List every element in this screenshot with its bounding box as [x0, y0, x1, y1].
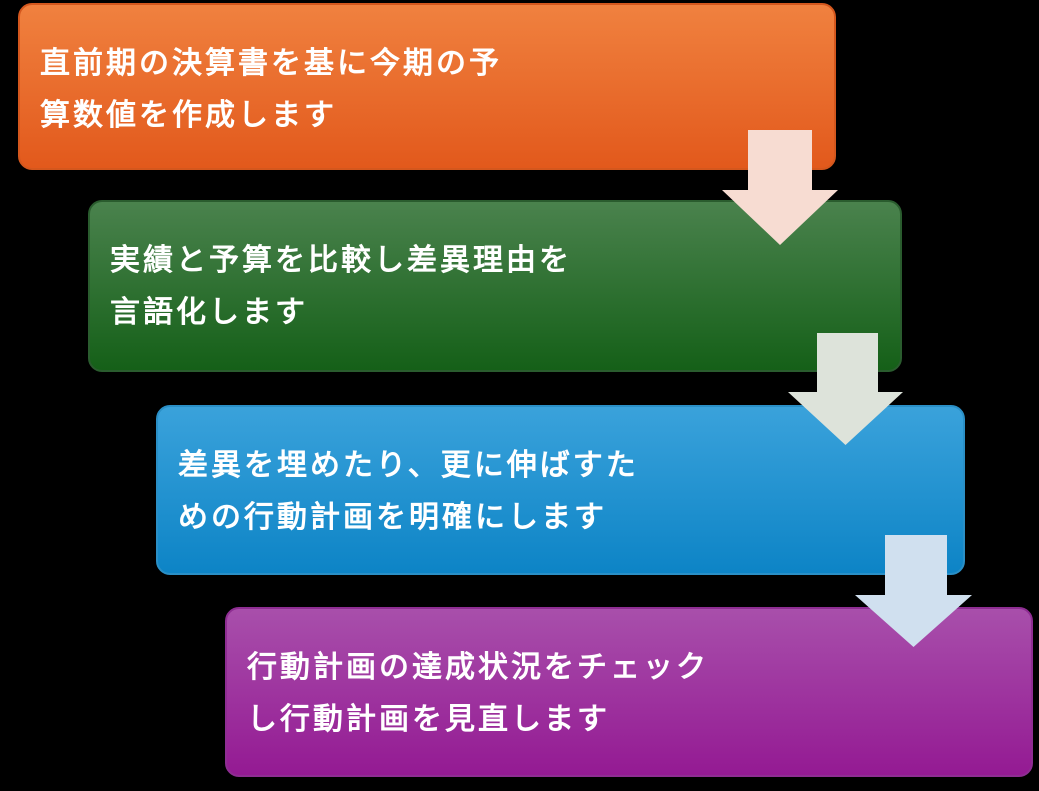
step-box-budget-creation: 直前期の決算書を基に今期の予 算数値を作成します [18, 3, 836, 170]
down-arrow-shape [788, 333, 903, 445]
step-box-action-plan: 差異を埋めたり、更に伸ばすた めの行動計画を明確にします [156, 405, 965, 575]
down-arrow-icon [722, 130, 838, 245]
step-text-line: 直前期の決算書を基に今期の予 [40, 47, 502, 80]
step-text-line: し行動計画を見直します [247, 703, 610, 736]
step-text-line: 行動計画の達成状況をチェック [247, 651, 709, 684]
step-box-plan-review: 行動計画の達成状況をチェック し行動計画を見直します [225, 607, 1033, 777]
down-arrow-shape [722, 130, 838, 245]
step-text-line: 実績と予算を比較し差異理由を [110, 244, 572, 277]
step-text-line: 言語化します [110, 296, 308, 329]
step-text-line: 差異を埋めたり、更に伸ばすた [178, 449, 639, 482]
step-text-line: 算数値を作成します [40, 99, 337, 132]
step-text-line: めの行動計画を明確にします [178, 501, 607, 534]
down-arrow-icon [788, 333, 903, 445]
down-arrow-shape [855, 535, 972, 647]
down-arrow-icon [855, 535, 972, 647]
